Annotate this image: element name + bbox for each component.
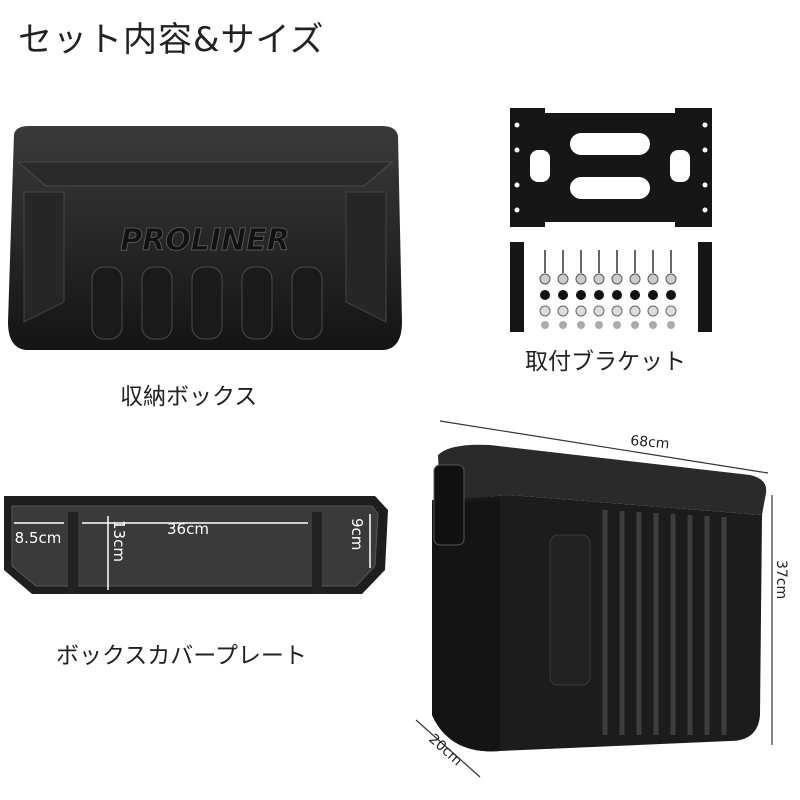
dim-center-width: 36cm [167,520,209,538]
box-side-image: 68cm 37cm 20cm [415,420,789,778]
dim-side-width: 8.5cm [15,529,62,547]
dim-length: 68cm [630,433,670,452]
bracket-image [510,108,712,332]
cover-plate-caption: ボックスカバープレート [56,643,307,669]
storage-box-caption: 収納ボックス [120,384,258,410]
cover-plate-image: 8.5cm 36cm 13cm 9cm [4,496,388,594]
dim-height: 37cm [773,560,789,599]
page-title: セット内容&サイズ [18,20,325,60]
dim-center-depth: 13cm [110,520,128,562]
bracket-caption: 取付ブラケット [525,349,686,375]
dim-side-depth: 9cm [348,518,366,550]
proliner-logo: PROLINER [120,223,290,258]
storage-box-image: PROLINER [8,126,402,350]
handle [433,464,465,546]
